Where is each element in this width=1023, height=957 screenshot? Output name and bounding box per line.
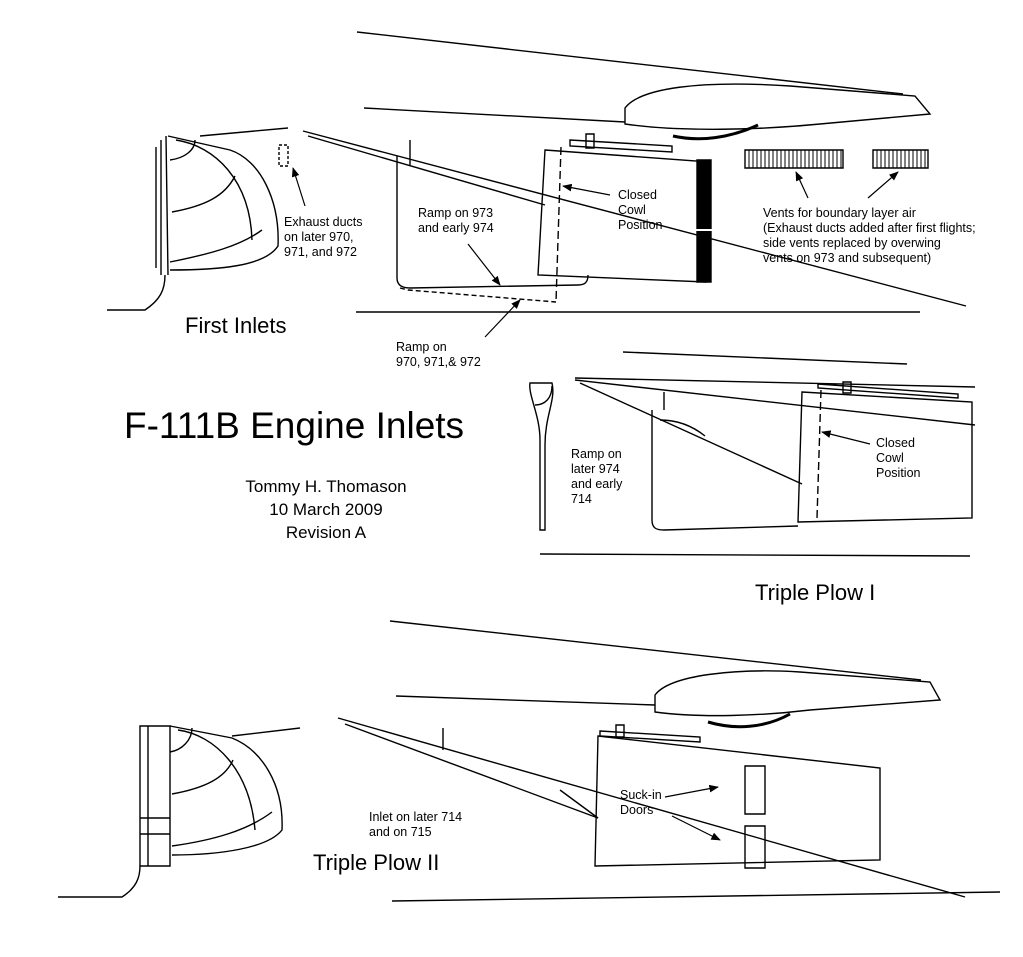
triple-plow-1-arrows xyxy=(821,430,870,444)
annotation-ramp-later-974: Ramp on later 974 and early 714 xyxy=(571,447,623,506)
section-triple-plow-2: Triple Plow II xyxy=(313,850,440,875)
date: 10 March 2009 xyxy=(269,500,383,519)
triple-plow-1-drawing xyxy=(530,352,975,556)
annotation-inlet-later-714: Inlet on later 714 and on 715 xyxy=(369,810,463,839)
first-inlets-drawing xyxy=(107,32,966,312)
author: Tommy H. Thomason xyxy=(245,477,407,496)
annotation-ramp-973: Ramp on 973 and early 974 xyxy=(418,206,494,235)
annotation-suck-in-doors: Suck-in Doors xyxy=(620,788,662,817)
page-title: F-111B Engine Inlets xyxy=(124,405,465,446)
first-inlets-arrows xyxy=(291,167,899,337)
annotation-closed-cowl-2: Closed Cowl Position xyxy=(876,436,921,480)
triple-plow-2-arrows xyxy=(665,784,721,840)
annotation-ramp-970: Ramp on 970, 971,& 972 xyxy=(396,340,481,369)
section-triple-plow-1: Triple Plow I xyxy=(755,580,876,605)
annotation-vents: Vents for boundary layer air (Exhaust du… xyxy=(763,206,976,265)
revision: Revision A xyxy=(285,523,367,542)
annotation-exhaust-ducts: Exhaust ducts on later 970, 971, and 972 xyxy=(284,215,363,259)
section-first-inlets: First Inlets xyxy=(185,313,287,338)
triple-plow-2-drawing xyxy=(58,621,1000,901)
annotation-closed-cowl-1: Closed Cowl Position xyxy=(618,188,663,232)
